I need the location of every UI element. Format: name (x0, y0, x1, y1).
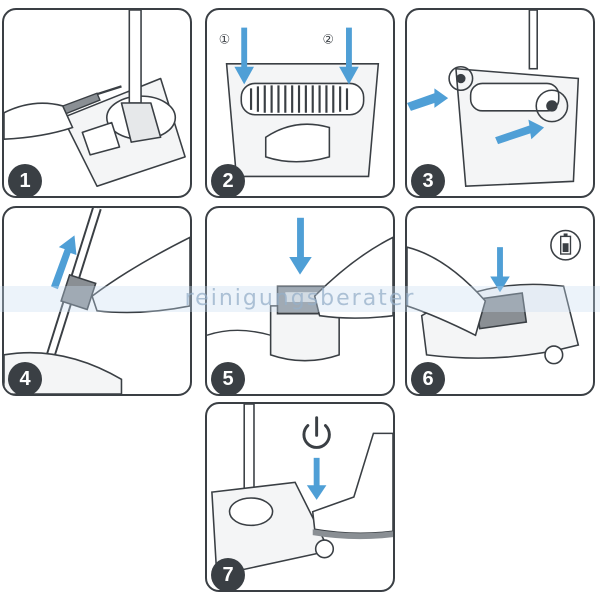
handle-icon (38, 208, 102, 381)
sub-step-label-1: ① (219, 31, 230, 46)
step-7-illustration (211, 404, 393, 577)
step-panel-6: 6 (405, 206, 595, 396)
hand-icon (4, 102, 74, 141)
step-2-illustration: ① ② (219, 27, 380, 178)
insert-arrow-icon (407, 88, 545, 145)
side-brush-icon (448, 65, 569, 123)
hand-icon (407, 246, 487, 337)
step-6-illustration (407, 229, 582, 365)
step-number-badge: 1 (8, 164, 42, 196)
hand-icon (91, 236, 190, 314)
up-arrow-icon (50, 235, 77, 290)
down-arrow-icon (306, 457, 327, 500)
step-number-badge: 5 (211, 362, 245, 394)
foot-icon (311, 432, 393, 540)
step-panel-4: 4 (2, 206, 192, 396)
step-panel-5: 5 (205, 206, 395, 396)
battery-charged-icon (550, 229, 582, 261)
step-number-badge: 3 (411, 164, 445, 196)
step-1-illustration (4, 10, 186, 187)
step-3-illustration (407, 10, 580, 188)
charger-icon (207, 305, 340, 362)
step-panel-1: 1 (2, 8, 192, 198)
step-panel-3: 3 (405, 8, 595, 198)
step-number-badge: 7 (211, 558, 245, 590)
power-icon (302, 416, 331, 449)
hand-icon (264, 123, 331, 163)
step-number-badge: 4 (8, 362, 42, 394)
step-5-illustration (207, 217, 393, 362)
step-number-badge: 2 (211, 164, 245, 196)
step-panel-7: 7 (205, 402, 395, 592)
sub-step-label-2: ② (323, 31, 334, 46)
hand-icon (313, 236, 393, 319)
step-number-badge: 6 (411, 362, 445, 394)
down-arrow-icon (234, 27, 359, 85)
down-arrow-icon (289, 217, 312, 275)
step-panel-2: ① ② 2 (205, 8, 395, 198)
brush-roll-icon (249, 85, 349, 113)
down-arrow-icon (490, 247, 510, 293)
